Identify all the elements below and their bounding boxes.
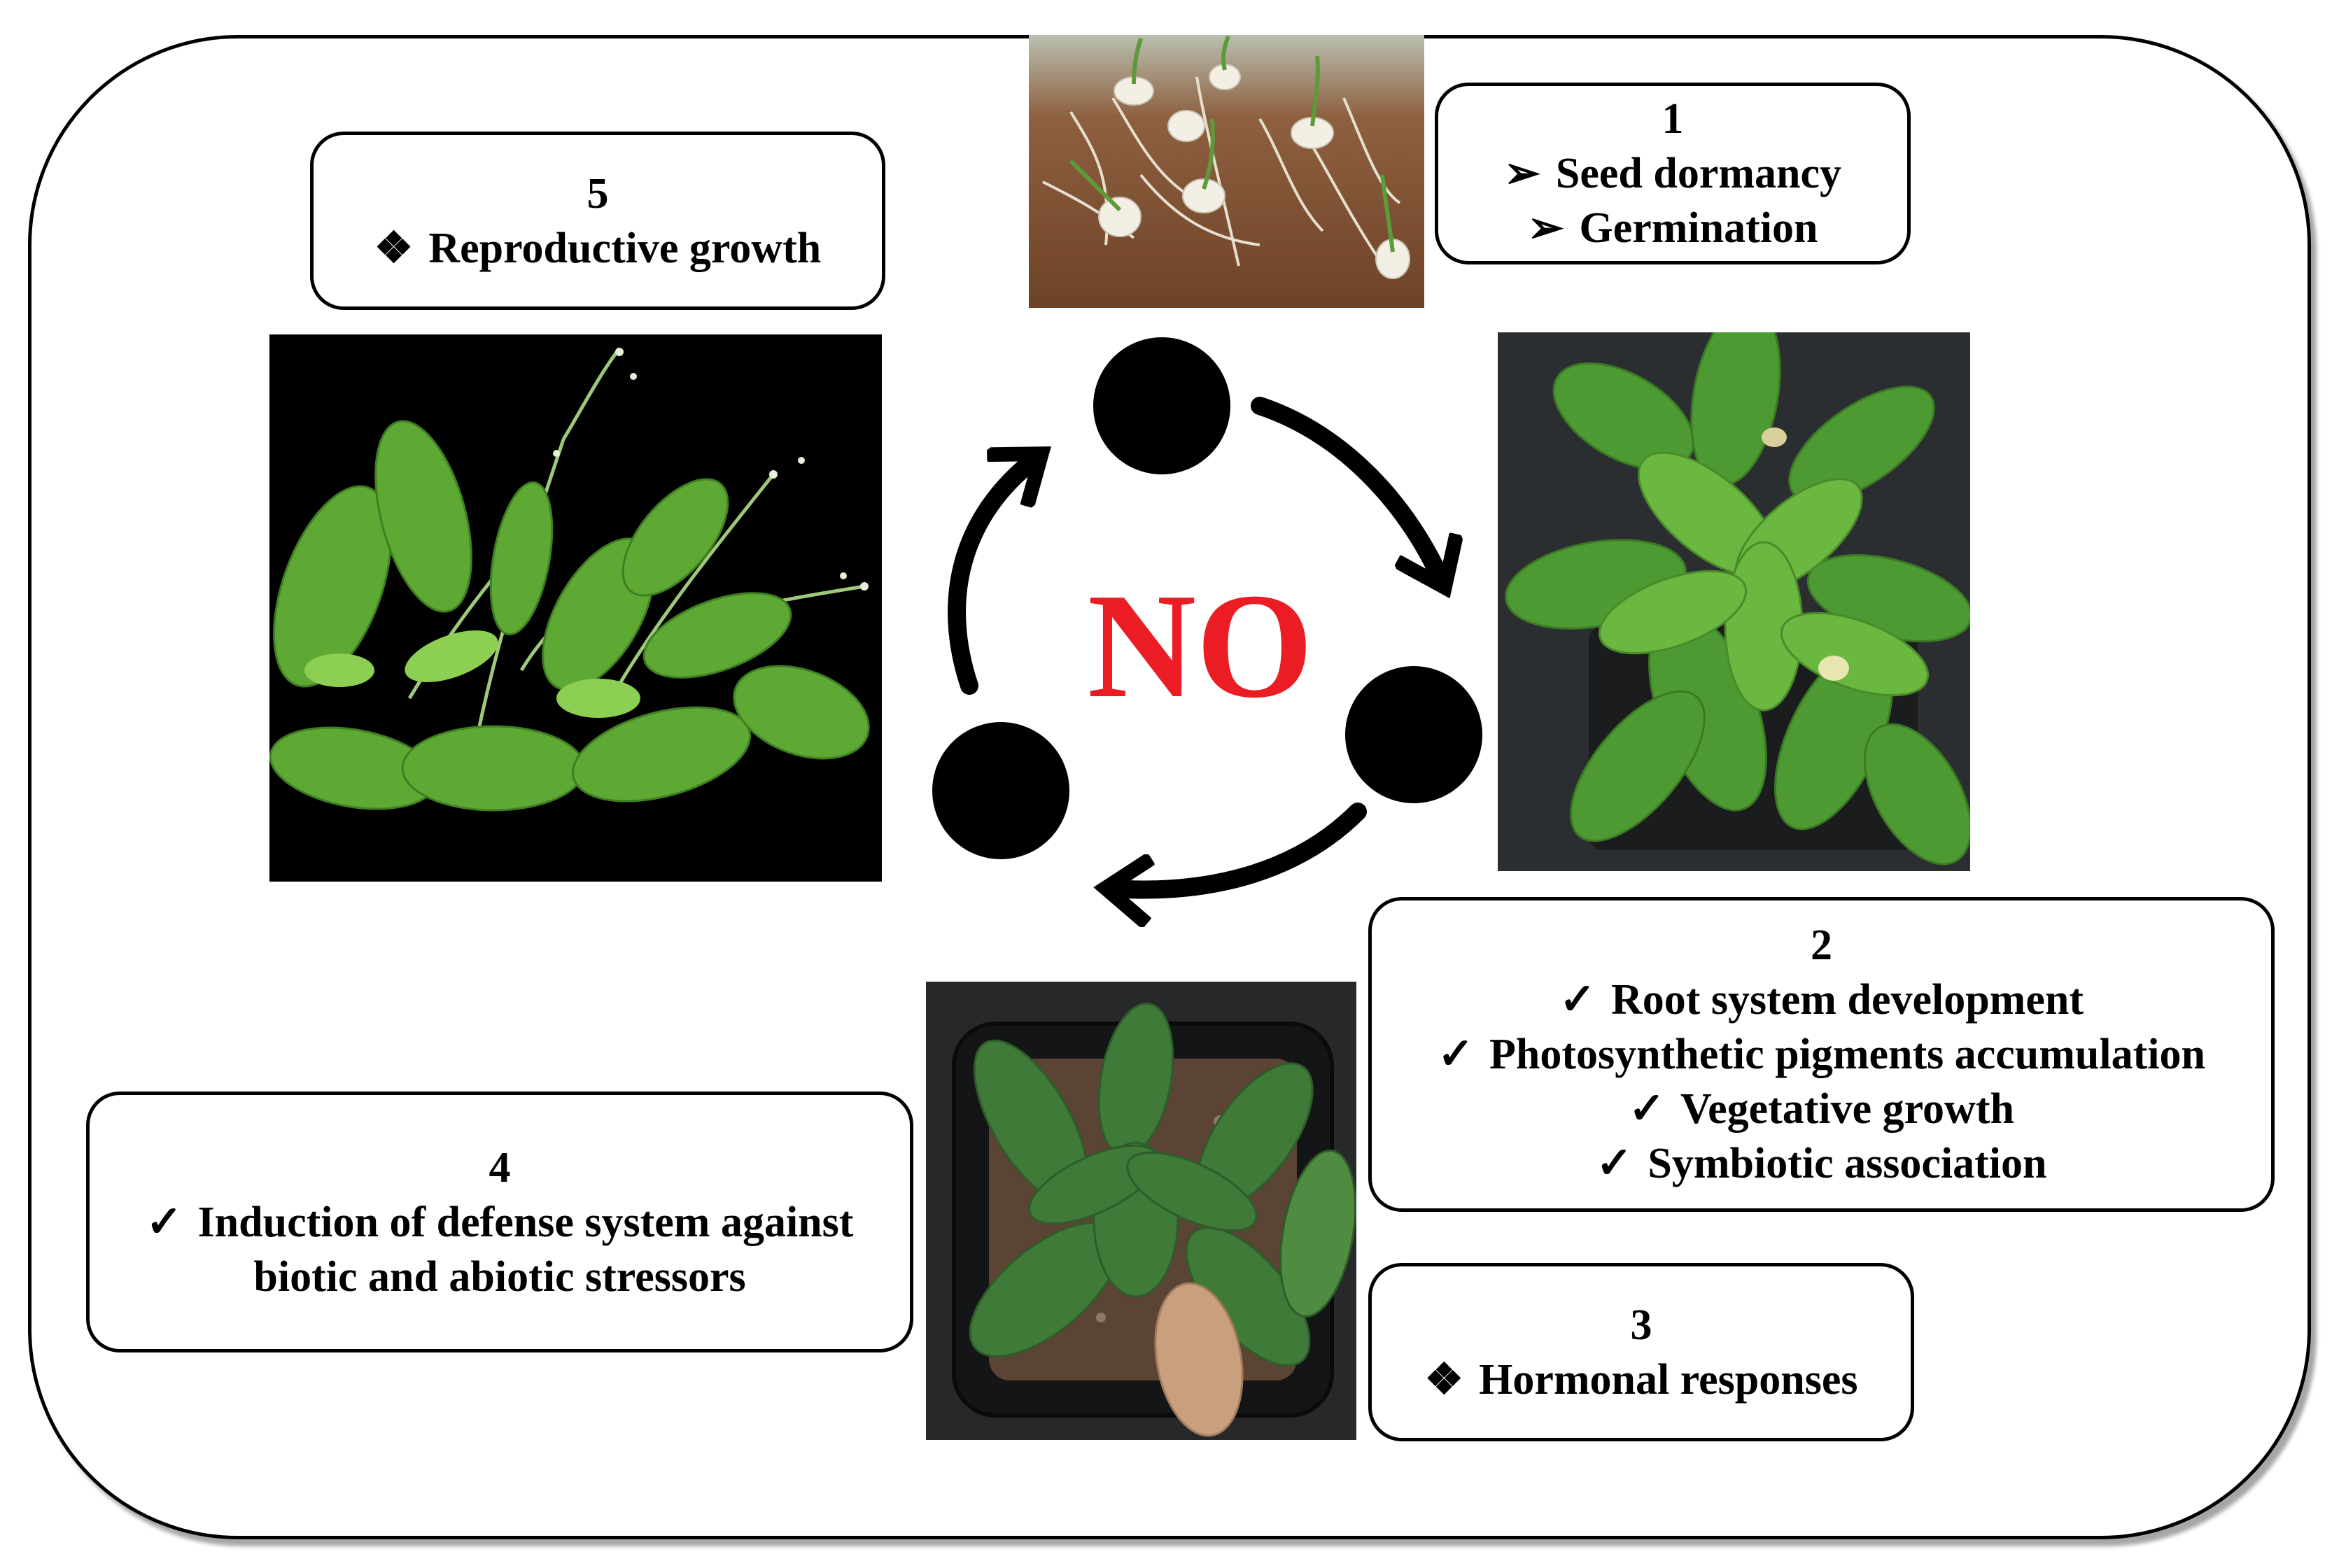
stage-1-bullet-icon: ➢ [1503,150,1540,197]
stage-2-bullet-icon: ✓ [1596,1140,1633,1187]
stage-1-item: Seed dormancy [1555,150,1842,197]
stage-3-number: 3 [1630,1301,1652,1349]
stage-4-item: biotic and abiotic stressors [253,1252,746,1301]
stage-5-bullet-icon: ❖ [374,224,414,272]
cycle-arrow-left [948,458,1036,695]
stage-3-item: Hormonal responses [1479,1355,1858,1404]
cycle-node-top [1093,337,1230,474]
stage-5-item: Reproductive growth [428,224,822,272]
germinating-seeds-photo [1029,35,1424,308]
cycle-node-left [932,722,1069,859]
stage-1-bullet-icon: ➢ [1527,204,1564,252]
center-no-label: NO [1088,562,1314,729]
cycle-node-right [1345,666,1482,803]
stage-4-number: 4 [489,1143,511,1192]
stage-2-item: Symbiotic association [1648,1140,2047,1187]
stage-2-bullet-icon: ✓ [1629,1085,1665,1133]
stage-3-box: 3 ❖ Hormonal responses [1368,1263,1914,1441]
cycle-arrow-right [1251,397,1442,581]
stage-3-bullet-icon: ❖ [1424,1355,1464,1404]
stage-2-number: 2 [1811,921,1832,969]
stage-2-item: Root system development [1610,976,2084,1024]
flowering-plants-photo [269,334,882,882]
stage-1-box: 1 ➢ Seed dormancy ➢ Germination [1435,83,1911,264]
stage-2-item: Vegetative growth [1680,1085,2014,1133]
stage-1-item: Germination [1579,204,1818,252]
stage-2-bullet-icon: ✓ [1438,1031,1474,1078]
stage-1-number: 1 [1662,95,1684,143]
cycle-arrow-bottom [1113,803,1367,890]
stage-2-box: 2 ✓ Root system development ✓ Photosynthet… [1368,897,2275,1212]
cycle-diagram: NO [932,337,1482,959]
stage-5-number: 5 [586,169,609,218]
vegetative-rosette-photo [1498,332,1970,871]
stage-4-box: 4 ✓ Induction of defense system against b… [86,1092,913,1352]
stage-4-bullet-icon: ✓ [146,1198,183,1246]
stage-2-item: Photosynthetic pigments accumulation [1489,1031,2205,1078]
stressed-plant-photo [926,982,1356,1440]
stage-5-box: 5 ❖ Reproductive growth [310,132,885,310]
stage-2-bullet-icon: ✓ [1559,976,1596,1024]
stage-4-item: Induction of defense system against [197,1198,854,1246]
